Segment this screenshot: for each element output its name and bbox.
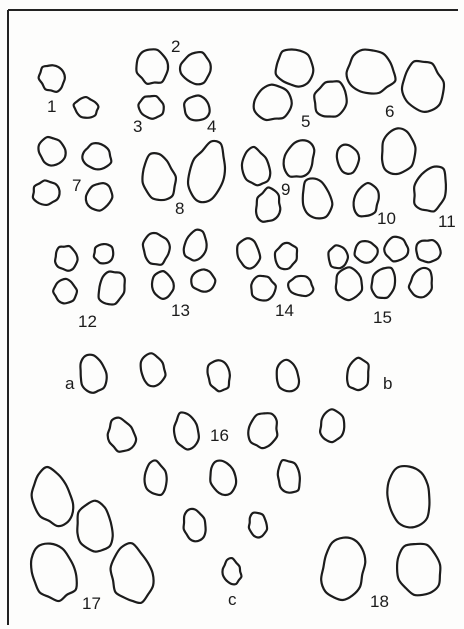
label-14: 14 <box>275 301 294 320</box>
outline-fig-15-39 <box>384 237 408 262</box>
outline-fig-18-65 <box>389 537 449 602</box>
outline-fig-10-22 <box>378 126 419 177</box>
outline-fig-16-47 <box>272 358 301 394</box>
label-1: 1 <box>47 97 56 116</box>
outline-fig-16-44 <box>77 352 109 394</box>
outline-fig-16-52 <box>318 408 347 444</box>
outline-fig-2-2 <box>131 45 173 89</box>
label-8: 8 <box>175 199 184 218</box>
outline-fig-16-46 <box>206 359 233 393</box>
outline-fig-14-35 <box>249 273 278 302</box>
label-6: 6 <box>385 102 394 121</box>
label-3: 3 <box>133 117 142 136</box>
outline-fig-16-45 <box>137 351 168 389</box>
label-4: 4 <box>207 117 216 136</box>
label-13: 13 <box>171 301 190 320</box>
outline-fig-16-48 <box>345 356 372 391</box>
outline-fig-9-19 <box>253 186 283 225</box>
outline-fig-15-40 <box>414 238 443 265</box>
outline-fig-2-3 <box>178 49 214 86</box>
outline-fig-7-13 <box>29 177 63 209</box>
outline-fig-16-50 <box>171 410 201 451</box>
outline-fig-13-29 <box>141 231 173 268</box>
outline-fig-16-49 <box>102 414 139 455</box>
outline-fig-6-9 <box>342 44 403 102</box>
outline-fig-9-18 <box>279 136 319 183</box>
outline-fig-15-41 <box>333 266 365 302</box>
outline-fig-7-14 <box>82 178 117 215</box>
label-7: 7 <box>72 176 81 195</box>
outline-fig-8-16 <box>183 137 233 207</box>
outline-fig-13-32 <box>188 266 218 295</box>
outline-fig-5-7 <box>248 80 296 127</box>
outline-fig-14-34 <box>271 240 301 273</box>
outline-fig-12-26 <box>93 242 115 265</box>
outline-fig-13-31 <box>150 270 176 301</box>
outline-fig-5-8 <box>310 76 352 121</box>
outline-fig-16-56 <box>181 507 209 543</box>
outline-fig-14-36 <box>286 273 316 299</box>
outline-fig-9-20 <box>295 174 336 223</box>
outline-fig-17-61 <box>106 540 157 607</box>
label-a: a <box>65 374 75 393</box>
label-11: 11 <box>438 212 456 231</box>
outline-fig-15-43 <box>406 265 437 301</box>
outline-fig-8-15 <box>138 150 179 203</box>
label-c: c <box>228 590 237 609</box>
label-b: b <box>383 374 392 393</box>
outline-fig-16-51 <box>245 409 283 451</box>
outline-fig-7-12 <box>80 139 116 173</box>
outline-fig-17-60 <box>24 537 84 607</box>
label-5: 5 <box>301 112 310 131</box>
label-18: 18 <box>370 592 389 611</box>
label-12: 12 <box>78 312 97 331</box>
outline-fig-16-53 <box>141 459 169 497</box>
outline-fig-17-59 <box>72 498 115 554</box>
label-15: 15 <box>373 308 392 327</box>
outline-fig-18-64 <box>318 534 369 603</box>
outline-fig-18-63 <box>383 462 435 530</box>
outline-fig-12-27 <box>50 276 81 307</box>
outline-fig-11-24 <box>408 161 454 216</box>
outline-fig-16-54 <box>206 457 240 498</box>
label-10: 10 <box>377 209 396 228</box>
label-16: 16 <box>210 426 229 445</box>
outline-fig-17-58 <box>23 463 79 533</box>
outline-fig-15-37 <box>328 245 348 268</box>
outline-fig-14-33 <box>234 236 263 271</box>
outline-fig-16-57 <box>246 511 268 539</box>
label-2: 2 <box>171 37 180 56</box>
outline-fig-12-28 <box>94 268 130 309</box>
outline-fig-1-1 <box>71 94 100 120</box>
outline-fig-16-62 <box>220 557 243 586</box>
outline-fig-1-0 <box>35 59 71 96</box>
label-group: 1 2 3 4 5 6 7 8 9 10 11 12 13 14 15 a 16… <box>47 37 456 613</box>
outline-fig-16-55 <box>275 458 302 495</box>
label-17: 17 <box>82 594 101 613</box>
outline-fig-13-30 <box>181 227 210 263</box>
outline-fig-7-11 <box>34 132 70 169</box>
outline-fig-9-17 <box>237 144 273 188</box>
outline-fig-12-25 <box>51 242 81 274</box>
outline-fig-15-42 <box>368 264 399 301</box>
outline-fig-15-38 <box>353 240 379 265</box>
outline-fig-6-10 <box>397 57 448 115</box>
label-9: 9 <box>281 180 290 199</box>
outline-fig-10-21 <box>335 143 362 176</box>
